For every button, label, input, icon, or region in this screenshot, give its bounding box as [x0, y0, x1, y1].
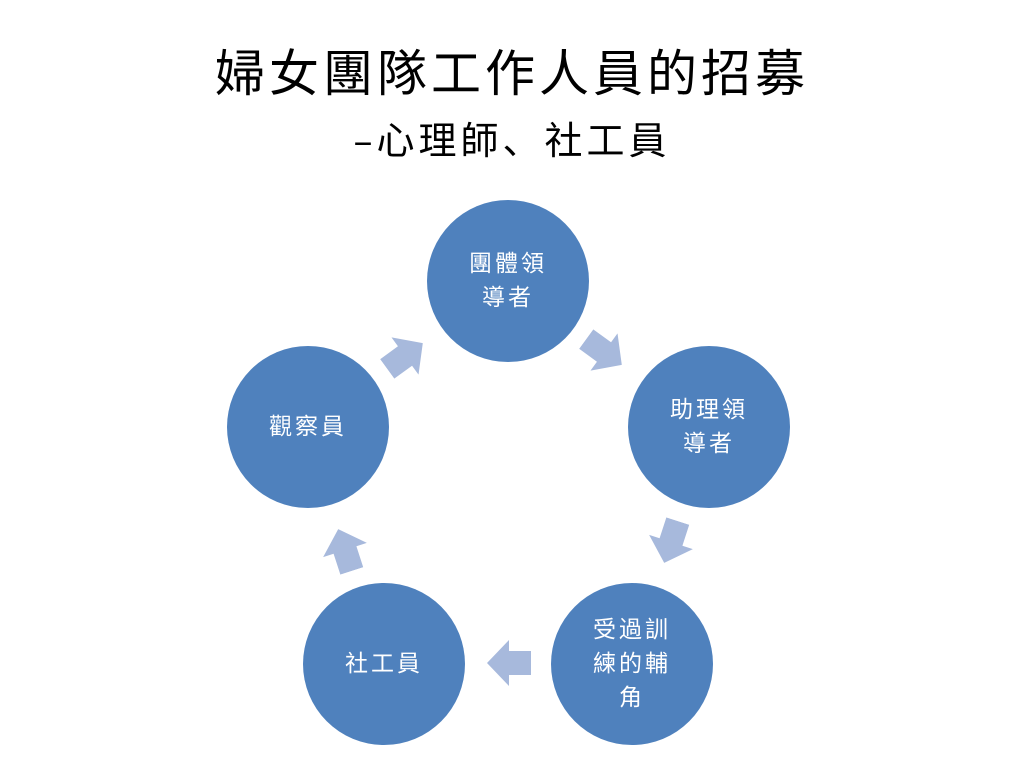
right-arrow-icon — [316, 522, 373, 578]
cycle-node-assistant-leader: 助理領 導者 — [628, 346, 790, 508]
cycle-node-group-leader: 團體領 導者 — [427, 200, 589, 362]
right-arrow-icon — [573, 320, 636, 383]
right-arrow-icon — [374, 324, 437, 387]
slide-subtitle: –心理師、社工員 — [353, 119, 671, 163]
cycle-node-label: 助理領 導者 — [670, 397, 748, 457]
cycle-node-label: 觀察員 — [269, 414, 347, 440]
right-arrow-icon — [642, 514, 699, 570]
cycle-node-label: 社工員 — [345, 651, 423, 677]
cycle-node-trained-auxiliary: 受過訓 練的輔 角 — [551, 583, 713, 745]
cycle-node-label: 受過訓 練的輔 角 — [593, 617, 671, 711]
cycle-node-label: 團體領 導者 — [469, 251, 547, 311]
cycle-node-observer: 觀察員 — [227, 346, 389, 508]
cycle-node-social-worker: 社工員 — [303, 583, 465, 745]
right-arrow-icon — [487, 640, 531, 686]
slide-title: 婦女團隊工作人員的招募 — [215, 45, 809, 103]
